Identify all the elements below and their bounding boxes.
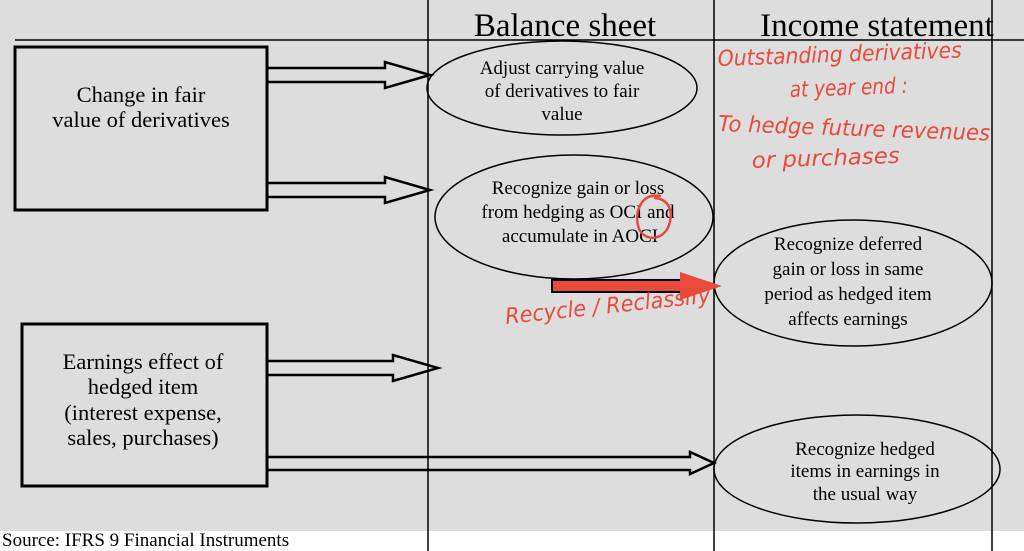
- handwritten-note-line: at year end :: [789, 74, 908, 103]
- ellipse-label-line: Recognize deferred: [774, 234, 923, 255]
- ellipse-label-line: value: [541, 104, 582, 125]
- ellipse-label-line: period as hedged item: [764, 284, 931, 305]
- recycle-arrow-head: [680, 272, 722, 300]
- arrow-hedged-item-to-income-statement: [267, 450, 718, 476]
- ellipse-label-line: from hedging as OCI and: [481, 202, 675, 223]
- box-label-line: Change in fair: [77, 82, 206, 107]
- recognize-oci-ellipse: Recognize gain or loss from hedging as O…: [434, 154, 714, 280]
- handwritten-note-line: or purchases: [751, 144, 900, 174]
- recognize-hedged-items-ellipse: Recognize hedged items in earnings in th…: [713, 414, 1001, 524]
- earnings-effect-box-frame: [20, 322, 269, 488]
- ellipse-outline: [713, 219, 993, 347]
- ellipse-label-line: accumulate in AOCI: [502, 226, 658, 247]
- income-statement-heading: Income statement: [760, 8, 994, 44]
- diagram-background: [0, 0, 1024, 531]
- earnings-effect-box: Earnings effect of hedged item (interest…: [20, 322, 269, 488]
- ellipse-outline: [713, 414, 1001, 524]
- ellipse-label-line: items in earnings in: [790, 461, 940, 482]
- box-label-line: (interest expense,: [64, 400, 221, 425]
- box-label-line: value of derivatives: [52, 107, 229, 132]
- box-label-line: hedged item: [88, 374, 199, 399]
- adjust-carrying-value-ellipse: Adjust carrying value of derivatives to …: [426, 40, 698, 136]
- arrow-hedged-item-to-balance-sheet: [267, 353, 443, 383]
- ellipse-label-line: affects earnings: [788, 309, 907, 330]
- box-label-line: sales, purchases): [67, 425, 218, 450]
- change-in-fair-value-box: Change in fair value of derivatives: [13, 45, 269, 212]
- ellipse-outline: [426, 40, 698, 136]
- ellipse-label-line: Recognize hedged: [795, 439, 935, 460]
- ellipse-label-line: of derivatives to fair: [485, 81, 640, 102]
- arrow-fair-value-to-carrying-value: [267, 60, 435, 90]
- recognize-deferred-ellipse: Recognize deferred gain or loss in same …: [713, 219, 993, 347]
- arrow-fair-value-to-oci: [267, 175, 435, 205]
- year-end-handwritten-note: Outstanding derivatives at year end : To…: [717, 38, 990, 174]
- ellipse-label-line: Recognize gain or loss: [492, 178, 665, 199]
- oci-circle-annotation: [635, 194, 672, 239]
- balance-sheet-heading: Balance sheet: [474, 8, 656, 44]
- recycle-arrow: [551, 272, 722, 300]
- ellipse-label-line: gain or loss in same: [773, 259, 924, 280]
- change-in-fair-value-box-frame: [13, 45, 269, 212]
- box-label-line: Earnings effect of: [63, 349, 224, 374]
- ellipse-label-line: the usual way: [813, 484, 918, 505]
- source-caption: Source: IFRS 9 Financial Instruments: [2, 530, 289, 551]
- ellipse-label-line: Adjust carrying value: [480, 58, 645, 79]
